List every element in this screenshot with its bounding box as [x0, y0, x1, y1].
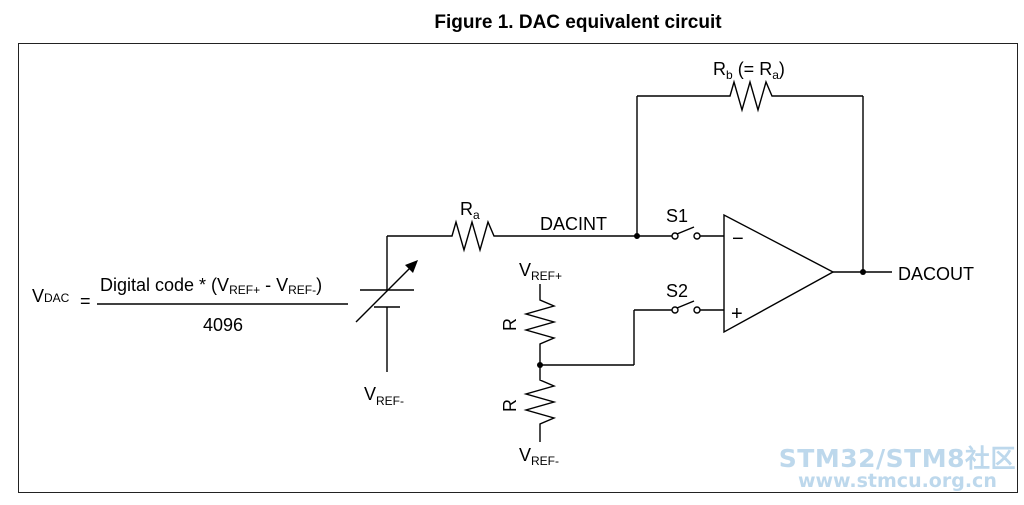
switch-s1: S1 [666, 206, 724, 240]
dacint-label: DACINT [540, 214, 607, 234]
rb-label: Rb (= Ra) [713, 59, 785, 82]
divider-r-top-zigzag [523, 297, 557, 348]
s2-blade [676, 300, 695, 309]
formula-numerator: Digital code * (VREF+ - VREF-) [100, 275, 322, 297]
s2-contact-left [671, 306, 679, 314]
voltage-divider: VREF+ R R VREF- [500, 260, 562, 468]
watermark: STM32/STM8社区 www.stmcu.org.cn [778, 444, 1016, 493]
watermark-line-1: STM32/STM8社区 [778, 444, 1016, 473]
variable-arrow-head [405, 260, 418, 273]
s2-contact-right [693, 306, 701, 314]
watermark-line-2: www.stmcu.org.cn [797, 470, 997, 493]
vdac-formula: VDAC = Digital code * (VREF+ - VREF-) 40… [32, 275, 348, 335]
ra-zigzag [446, 219, 500, 253]
s1-blade [676, 226, 695, 235]
opamp-inverting-sign: − [732, 228, 744, 250]
divider-r-top-label: R [500, 318, 520, 331]
ra-label: Ra [460, 199, 480, 222]
figure-title: Figure 1. DAC equivalent circuit [434, 12, 722, 33]
vdac-label: VDAC [32, 286, 70, 306]
opamp-triangle [723, 213, 835, 334]
diagram-frame [18, 43, 1018, 493]
s1-contact-left [671, 232, 679, 240]
rb-zigzag [724, 79, 778, 113]
output-junction [860, 269, 866, 275]
feedback-resistor-rb: Rb (= Ra) [636, 59, 864, 272]
variable-voltage-source: VREF- [355, 236, 418, 408]
opamp-noninverting-sign: + [731, 303, 743, 325]
s1-label: S1 [666, 206, 688, 226]
source-vref-minus-label: VREF- [364, 384, 404, 408]
divider-midpoint-junction [537, 362, 543, 368]
switch-s2: S2 [540, 281, 724, 366]
divider-vref-plus-label: VREF+ [519, 260, 562, 283]
divider-r-bottom-label: R [500, 399, 520, 412]
divider-vref-minus-label: VREF- [519, 445, 559, 468]
divider-r-bottom-zigzag [523, 377, 557, 428]
equals-sign: = [80, 291, 91, 311]
dacout-label: DACOUT [898, 264, 974, 284]
formula-denominator: 4096 [203, 315, 243, 335]
op-amp: − + DACOUT [723, 213, 974, 334]
variable-arrow-shaft [355, 265, 413, 323]
resistor-ra: Ra [387, 199, 500, 253]
s2-label: S2 [666, 281, 688, 301]
s1-contact-right [693, 232, 701, 240]
